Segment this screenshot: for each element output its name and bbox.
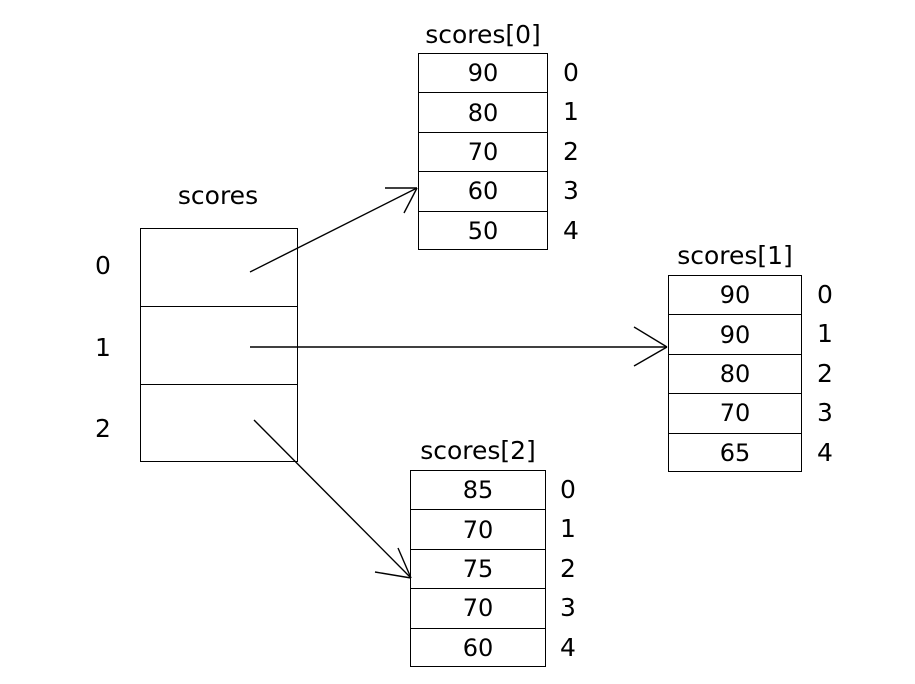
sub-array-1-cell-1[interactable]: 90 xyxy=(669,315,801,355)
main-array-box xyxy=(140,228,298,462)
main-array-cell-0[interactable] xyxy=(141,229,297,307)
main-array-cell-2[interactable] xyxy=(141,385,297,463)
sub-array-1-cell-3[interactable]: 70 xyxy=(669,394,801,434)
sub-array-2-cell-3[interactable]: 70 xyxy=(411,589,545,629)
main-array-cell-1[interactable] xyxy=(141,307,297,385)
sub-array-0-cell-2[interactable]: 70 xyxy=(419,133,547,173)
sub-array-2-cell-4[interactable]: 60 xyxy=(462,634,494,663)
sub-array-2-index-2: 2 xyxy=(560,554,576,583)
sub-array-0-cell-0[interactable]: 90 xyxy=(419,54,547,94)
sub-array-0-label: scores[0] xyxy=(425,20,541,49)
sub-array-0-index-3: 3 xyxy=(563,176,579,205)
main-array-index-1: 1 xyxy=(95,333,111,362)
main-array-index-2: 2 xyxy=(95,414,111,443)
sub-array-1-index-3: 3 xyxy=(817,398,833,427)
sub-array-1-cell-0[interactable]: 90 xyxy=(669,276,801,316)
sub-array-0-index-4: 4 xyxy=(563,216,579,245)
sub-array-0-cell-3[interactable]: 60 xyxy=(419,172,547,212)
sub-array-0-index-0: 0 xyxy=(563,58,579,87)
sub-array-0-cell-4[interactable]: 50 xyxy=(467,217,499,246)
sub-array-1-cell-2[interactable]: 80 xyxy=(669,355,801,395)
sub-array-2-cell-0[interactable]: 85 xyxy=(411,471,545,511)
sub-array-1-label: scores[1] xyxy=(677,241,793,270)
sub-array-0-box: 90 80 70 60 50 xyxy=(418,53,548,250)
main-array-index-0: 0 xyxy=(95,251,111,280)
sub-array-1-index-2: 2 xyxy=(817,359,833,388)
sub-array-1-box: 90 90 80 70 65 xyxy=(668,275,802,472)
sub-array-0-index-2: 2 xyxy=(563,137,579,166)
sub-array-2-cell-1[interactable]: 70 xyxy=(411,510,545,550)
sub-array-1-cell-4[interactable]: 65 xyxy=(719,439,751,468)
sub-array-0-cell-1[interactable]: 80 xyxy=(419,93,547,133)
pointer-arrow-1 xyxy=(250,326,668,367)
sub-array-1-index-0: 0 xyxy=(817,280,833,309)
sub-array-2-box: 85 70 75 70 60 xyxy=(410,470,546,667)
sub-array-2-index-1: 1 xyxy=(560,514,576,543)
sub-array-0-index-1: 1 xyxy=(563,97,579,126)
sub-array-2-index-3: 3 xyxy=(560,593,576,622)
sub-array-1-index-1: 1 xyxy=(817,319,833,348)
sub-array-2-cell-2[interactable]: 75 xyxy=(411,550,545,590)
sub-array-2-index-0: 0 xyxy=(560,475,576,504)
main-array-label: scores xyxy=(177,181,259,210)
sub-array-2-index-4: 4 xyxy=(560,633,576,662)
sub-array-1-index-4: 4 xyxy=(817,438,833,467)
sub-array-2-label: scores[2] xyxy=(420,436,536,465)
